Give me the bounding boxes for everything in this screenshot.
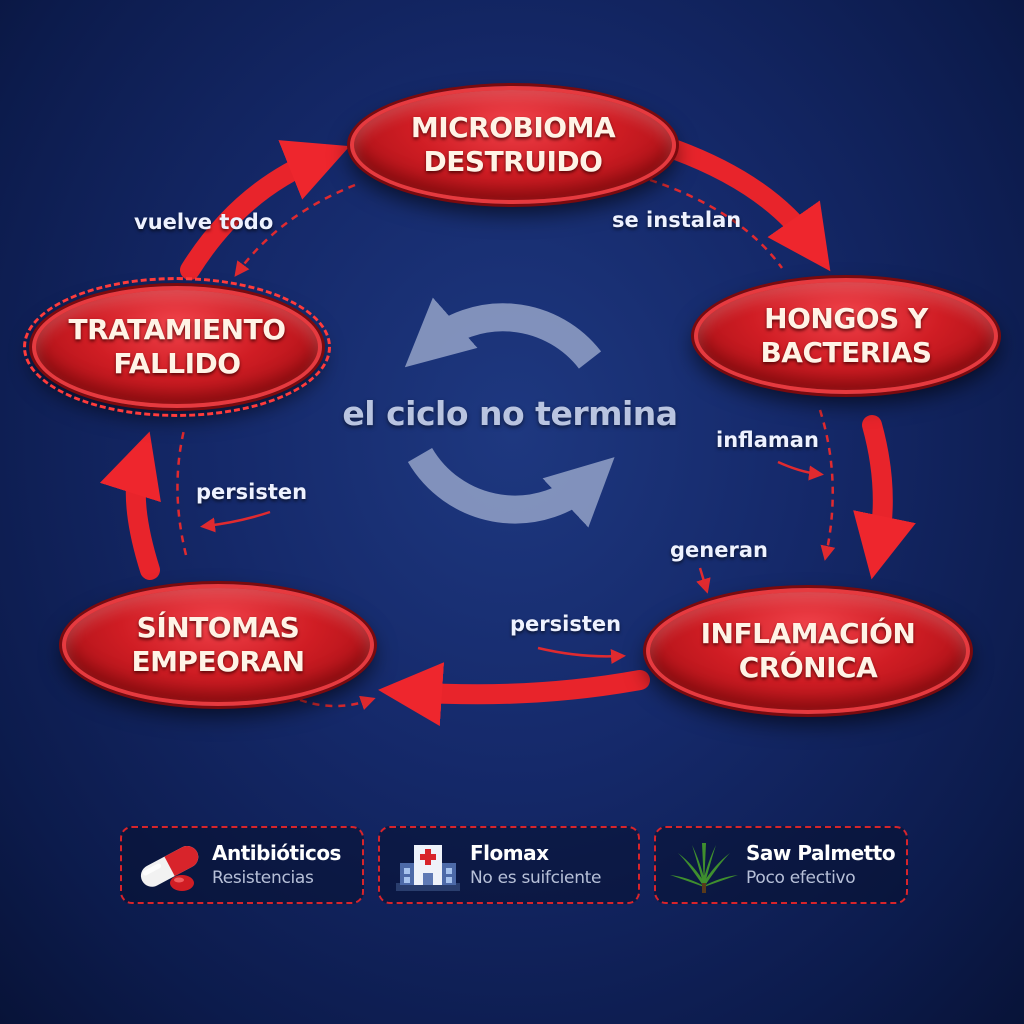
edge-label-persisten-inflamacion: persisten — [510, 612, 622, 636]
arrow-tratamiento-to-microbioma — [180, 140, 350, 280]
pointer-generan — [696, 567, 711, 594]
dashed-arrow-sintomas-tratamiento — [176, 429, 188, 556]
node-label: HONGOS Y BACTERIAS — [760, 302, 932, 369]
treatment-note: No es suifciente — [470, 868, 602, 888]
node-hongos-y-bacterias: HONGOS Y BACTERIAS — [694, 278, 998, 394]
treatment-card-saw-palmetto: Saw Palmetto Poco efectivo — [654, 826, 908, 904]
pointer-persisten-right — [537, 646, 626, 664]
node-inflamacion-cronica: INFLAMACIÓN CRÓNICA — [646, 588, 970, 714]
treatment-name: Antibióticos — [212, 841, 341, 865]
dashed-arrow-hongos-inflamacion — [818, 409, 836, 561]
hospital-icon — [390, 835, 466, 895]
palm-leaf-icon — [666, 835, 742, 895]
edge-label-vuelve-todo: vuelve todo — [134, 210, 274, 234]
node-label: INFLAMACIÓN CRÓNICA — [700, 617, 916, 684]
treatment-name: Saw Palmetto — [746, 841, 896, 865]
treatment-name: Flomax — [470, 841, 549, 865]
pointer-persisten-left — [200, 510, 271, 533]
node-label: MICROBIOMA DESTRUIDO — [410, 111, 616, 178]
cycle-icon — [404, 297, 615, 528]
arrow-microbioma-to-hongos — [666, 140, 831, 272]
arrow-sintomas-to-tratamiento — [99, 431, 161, 580]
dashed-arrow-microbioma-hongos — [649, 178, 784, 269]
node-tratamiento-fallido: TRATAMIENTO FALLIDO — [23, 277, 331, 417]
treatment-card-antibioticos: Antibióticos Resistencias — [120, 826, 364, 904]
treatment-card-flomax: Flomax No es suifciente — [378, 826, 640, 904]
treatment-note: Poco efectivo — [746, 868, 856, 888]
dashed-arrow-tratamiento-microbioma — [234, 183, 356, 277]
pill-capsule-icon — [132, 835, 208, 895]
node-microbioma-destruido: MICROBIOMA DESTRUIDO — [350, 86, 676, 204]
edge-label-persisten-sintomas: persisten — [196, 480, 308, 504]
node-label: TRATAMIENTO FALLIDO — [68, 313, 287, 380]
treatment-note: Resistencias — [212, 868, 314, 888]
node-label: SÍNTOMAS EMPEORAN — [131, 611, 305, 678]
edge-label-inflaman: inflaman — [716, 428, 819, 452]
node-sintomas-empeoran: SÍNTOMAS EMPEORAN — [62, 584, 374, 706]
arrow-inflamacion-to-sintomas — [378, 662, 650, 727]
center-label: el ciclo no termina — [342, 394, 678, 433]
edge-label-generan: generan — [670, 538, 768, 562]
dashed-arrow-sintomas-bottom — [299, 695, 376, 711]
arrow-hongos-to-inflamacion — [853, 415, 916, 580]
pointer-inflaman — [777, 460, 824, 481]
edge-label-se-instalan: se instalan — [612, 208, 742, 232]
